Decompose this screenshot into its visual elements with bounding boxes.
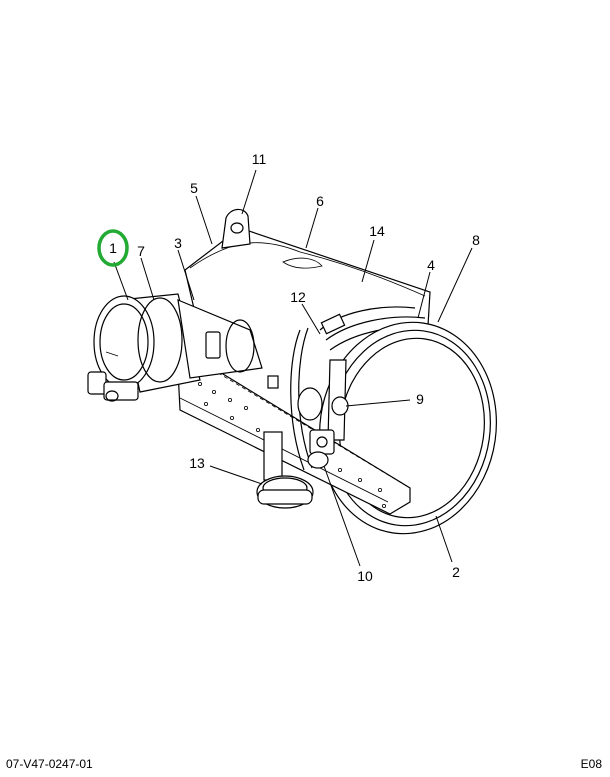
callout-11: 11 bbox=[252, 151, 267, 167]
inlet-tube bbox=[93, 293, 201, 393]
drawing-number: 07-V47-0247-01 bbox=[6, 757, 93, 771]
callout-14: 14 bbox=[369, 223, 385, 239]
bracket-rail bbox=[177, 359, 411, 515]
isolator-mount bbox=[256, 431, 314, 509]
highlight-circle bbox=[97, 229, 129, 267]
mounting-tab bbox=[221, 208, 251, 249]
callout-9: 9 bbox=[416, 391, 424, 407]
strap-assembly bbox=[267, 327, 349, 471]
callout-7: 7 bbox=[137, 243, 145, 259]
callout-2: 2 bbox=[452, 564, 460, 580]
leader-lines bbox=[113, 169, 473, 567]
sheet-code: E08 bbox=[580, 757, 602, 771]
callout-1: 1 bbox=[109, 240, 117, 256]
callout-4: 4 bbox=[427, 257, 435, 273]
callout-12: 12 bbox=[290, 289, 306, 305]
callout-6: 6 bbox=[316, 193, 324, 209]
callout-8: 8 bbox=[472, 232, 480, 248]
callout-10: 10 bbox=[357, 568, 373, 584]
callout-3: 3 bbox=[174, 235, 182, 251]
callout-5: 5 bbox=[190, 180, 198, 196]
middle-coupling bbox=[177, 299, 263, 379]
callout-13: 13 bbox=[189, 455, 205, 471]
callout-labels: 1 7 3 5 11 6 14 12 4 8 9 13 10 2 bbox=[109, 151, 480, 584]
inlet-clamp bbox=[87, 371, 139, 402]
